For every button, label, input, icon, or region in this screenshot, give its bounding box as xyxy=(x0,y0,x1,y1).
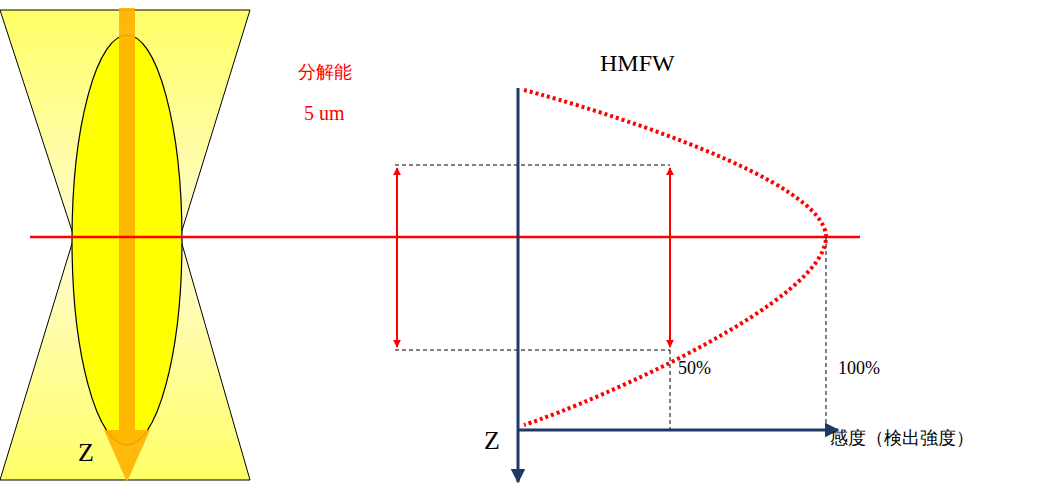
curve-label: HMFW xyxy=(600,50,675,78)
guide-line xyxy=(395,350,670,351)
guide-line xyxy=(670,350,671,430)
axis-label: Z xyxy=(484,426,500,456)
resolution-arrow xyxy=(396,168,398,347)
focal-plane-line xyxy=(30,236,860,239)
resolution-title: 分解能 xyxy=(298,62,352,83)
tick-label: 50% xyxy=(678,358,711,379)
dimension-label: 5 um xyxy=(304,102,345,125)
z-arrow xyxy=(104,8,150,482)
z-axis xyxy=(517,88,520,482)
response-curve xyxy=(524,90,826,425)
tick-label: 100% xyxy=(838,358,880,379)
intensity-axis xyxy=(518,429,838,432)
guide-line xyxy=(395,165,670,166)
fwhm-arrow xyxy=(669,168,671,347)
axis-label: Z xyxy=(78,438,94,468)
axis-title: 感度（検出強度） xyxy=(830,428,974,449)
guide-line xyxy=(826,237,827,430)
